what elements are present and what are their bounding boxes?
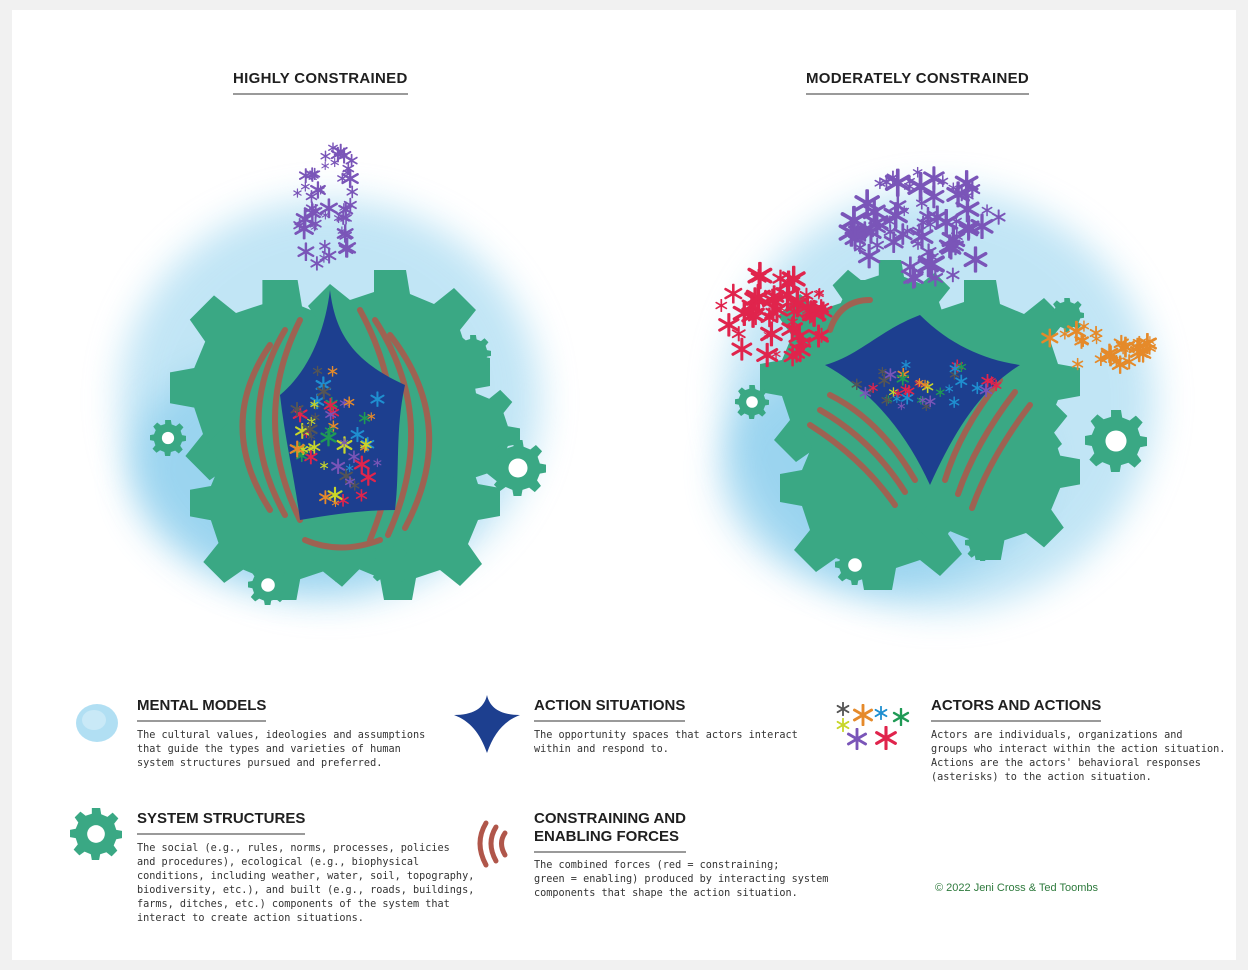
legend-system-structures-title: SYSTEM STRUCTURES bbox=[137, 810, 306, 835]
actor-asterisk bbox=[724, 283, 743, 304]
legend-mental-models-title: MENTAL MODELS bbox=[137, 697, 267, 722]
heading-highly-constrained: HIGHLY CONSTRAINED bbox=[233, 70, 408, 95]
copyright-notice: © 2022 Jeni Cross & Ted Toombs bbox=[935, 882, 1099, 894]
actors-and-actions-icon bbox=[836, 702, 910, 750]
actor-asterisk bbox=[293, 188, 302, 198]
legend-forces-text: The combined forces (red = constraining;… bbox=[534, 860, 829, 899]
heading-moderately-constrained: MODERATELY CONSTRAINED bbox=[806, 70, 1030, 95]
actor-asterisk bbox=[715, 299, 728, 312]
legend-forces-title: CONSTRAINING AND ENABLING FORCES bbox=[534, 810, 686, 853]
forces-icon bbox=[477, 820, 508, 868]
legend-actors-text: Actors are individuals, organizations an… bbox=[931, 730, 1226, 783]
actor-asterisk bbox=[346, 185, 359, 199]
actor-asterisk bbox=[300, 181, 310, 192]
legend-actors-title: ACTORS AND ACTIONS bbox=[931, 697, 1102, 722]
legend-action-situations-text: The opportunity spaces that actors inter… bbox=[534, 730, 798, 755]
mental-models-icon bbox=[76, 704, 118, 742]
actor-asterisk bbox=[341, 169, 359, 189]
actor-asterisk bbox=[884, 168, 911, 197]
actor-asterisk bbox=[321, 161, 330, 171]
legend-action-situations-title: ACTION SITUATIONS bbox=[534, 697, 686, 722]
system-structures-gear-icon bbox=[70, 808, 122, 860]
action-situation-icon bbox=[454, 695, 520, 753]
right-enabling-forces bbox=[807, 297, 1033, 511]
actor-asterisk bbox=[923, 166, 945, 191]
legend-system-structures-text: The social (e.g., rules, norms, processe… bbox=[137, 843, 475, 924]
actor-asterisk bbox=[320, 150, 331, 162]
legend-mental-models-text: The cultural values, ideologies and assu… bbox=[137, 730, 426, 769]
